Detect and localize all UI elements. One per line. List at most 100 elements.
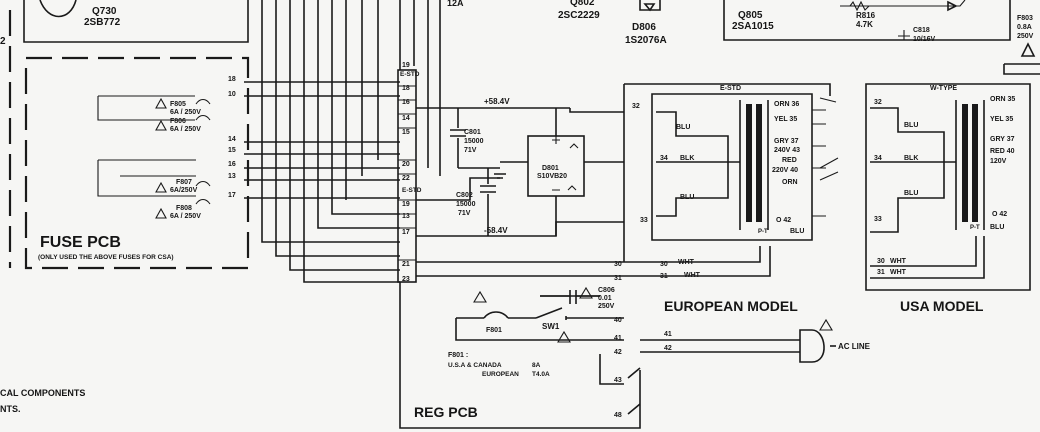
connector-pin-22: 22 <box>402 175 410 182</box>
usa-pin-34: 34 <box>874 155 882 162</box>
c801-symbol <box>450 108 466 168</box>
fuse-loop-2 <box>97 159 196 197</box>
connector-pin-13: 13 <box>402 213 410 220</box>
usa-label-blu-2: BLU <box>904 190 918 197</box>
usa-label-blu-1: BLU <box>904 122 918 129</box>
q730-box <box>23 0 249 43</box>
fuse-pcb-frame <box>24 56 250 270</box>
connector-body <box>397 69 417 283</box>
eu-bottom-blu: BLU <box>790 228 804 235</box>
c802-value: 15000 <box>456 201 476 208</box>
ac-line-wires <box>640 339 800 353</box>
d806-symbol <box>643 3 656 12</box>
eu-pin-34: 34 <box>660 155 668 162</box>
f803-voltage: 250V <box>1017 33 1034 40</box>
fuse-symbol-f807 <box>195 180 211 205</box>
fuse-pcb-note: (ONLY USED THE ABOVE FUSES FOR CSA) <box>38 254 174 261</box>
reg-pin-30: 30 <box>614 261 622 268</box>
eu-tap-240v: 240V 43 <box>774 147 800 154</box>
fuse-note-title: F801 : <box>448 352 468 359</box>
rectifier-section: +58.4V -58.4V C801 15000 71V C802 15000 … <box>416 97 624 237</box>
usa-tap-o-42: O 42 <box>992 211 1007 218</box>
wire-i <box>399 0 441 176</box>
sw1-symbol <box>535 307 567 320</box>
usa-pin-33: 33 <box>874 216 882 223</box>
q805-part: 2SA1015 <box>732 21 774 32</box>
european-model-title: EUROPEAN MODEL <box>664 298 798 314</box>
wire-h <box>361 0 379 176</box>
usa-tap-yel-35: YEL 35 <box>990 116 1013 123</box>
ac-plug-icon <box>799 329 825 363</box>
c806-value: 0.01 <box>598 295 612 302</box>
q730-part: 2SB772 <box>84 17 121 28</box>
fuse-f805-name: F805 <box>170 101 186 108</box>
eu-pin-30: 30 <box>660 261 668 268</box>
footer-notes: CAL COMPONENTS NTS. <box>0 388 85 414</box>
eu-tap-orn: ORN <box>782 179 798 186</box>
d806-box <box>639 0 661 11</box>
eu-primary-winding <box>656 111 729 217</box>
eu-pin-32: 32 <box>632 103 640 110</box>
european-model: E-STD 32 BLU 34 BLK BLU 33 30 WHT 31 WHT… <box>623 83 839 314</box>
to-transformer-bottom <box>555 221 624 236</box>
reg-wht-wires <box>416 261 624 277</box>
usa-tap-gry-37: GRY 37 <box>990 136 1015 143</box>
warning-icon <box>155 207 167 219</box>
usa-model: W-TYPE 32 BLU 34 BLK BLU 33 30 WHT 31 WH… <box>865 83 1031 314</box>
fuse-pin-14: 14 <box>228 136 236 143</box>
fuse-note-region-2: EUROPEAN <box>482 371 519 378</box>
warning-icon <box>1020 42 1036 57</box>
bridge-wires <box>500 108 624 237</box>
d801-pin-markers <box>552 136 579 191</box>
connector-block: 19 E-STD 18 16 14 15 20 22 E-STD 19 13 1… <box>397 62 422 283</box>
top-bundle-a <box>261 0 277 28</box>
ac-pin-42: 42 <box>664 345 672 352</box>
fuse-symbol-f805 <box>195 98 211 121</box>
d801-part: S10VB20 <box>537 173 567 180</box>
top-right-bus <box>1003 63 1040 75</box>
fuse-f808-name: F808 <box>176 205 192 212</box>
f803-label: F803 <box>1017 15 1033 22</box>
connector-dividers <box>398 85 416 261</box>
footer-line-1: CAL COMPONENTS <box>0 388 85 398</box>
r816-symbol <box>840 0 880 12</box>
usa-bottom-blu: BLU <box>990 224 1004 231</box>
top-components: Q730 2SB772 2 12A Q802 2SC2229 D806 1S20… <box>0 0 1040 75</box>
fuse-pcb-title: FUSE PCB <box>40 234 121 251</box>
ac-pin-41: 41 <box>664 331 672 338</box>
wire-d <box>303 0 400 283</box>
reg-pin-41: 41 <box>614 335 622 342</box>
connector-label-top: E-STD <box>400 71 420 78</box>
c801-voltage: 71V <box>464 147 477 154</box>
fuse-loop-1 <box>97 95 195 121</box>
c802-label: C802 <box>456 192 473 199</box>
reg-pin-48: 48 <box>614 412 622 419</box>
c818-value: 10/16V <box>913 36 936 43</box>
fuse-pin-16: 16 <box>228 161 236 168</box>
warning-icon <box>155 181 167 193</box>
connector-pin-18: 18 <box>402 85 410 92</box>
reg-pcb-title: REG PCB <box>414 404 478 420</box>
eu-pt-label: P-T <box>758 229 768 235</box>
q802-label: Q802 <box>570 0 595 8</box>
c801-value: 15000 <box>464 138 484 145</box>
usa-tap-red-40: RED 40 <box>990 148 1015 155</box>
connector-pin-16: 16 <box>402 99 410 106</box>
c806-label: C806 <box>598 287 615 294</box>
eu-tap-orn-36: ORN 36 <box>774 101 799 108</box>
reg-fuse-loop <box>455 295 624 341</box>
current-label: 12A <box>447 0 464 8</box>
fuse-pin-15: 15 <box>228 147 236 154</box>
warning-icon <box>155 97 167 109</box>
eu-tap-o-42: O 42 <box>776 217 791 224</box>
reg-pin-42: 42 <box>614 349 622 356</box>
usa-primary-winding <box>870 107 945 233</box>
connector-pin-23: 23 <box>402 276 410 283</box>
usa-label-blk: BLK <box>904 155 918 162</box>
connector-label-mid: E-STD <box>402 187 422 194</box>
d806-part: 1S2076A <box>625 35 667 46</box>
fuse-pcb: FUSE PCB (ONLY USED THE ABOVE FUSES FOR … <box>24 56 250 270</box>
connector-pin-21: 21 <box>402 261 410 268</box>
r816-label: R816 <box>856 11 876 20</box>
